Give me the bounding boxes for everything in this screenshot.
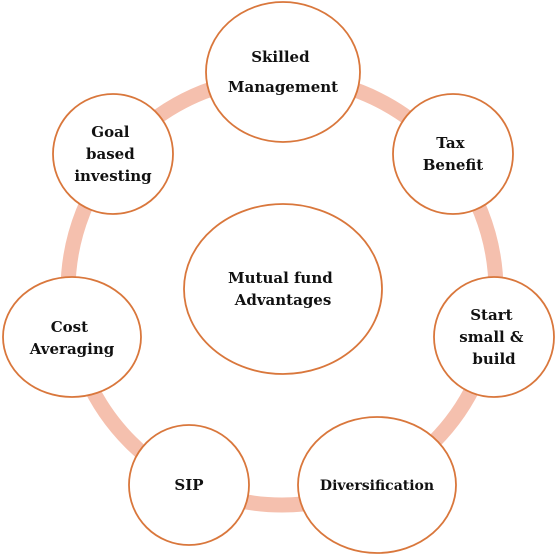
node-tax-benefit-label-line: Tax	[436, 134, 465, 152]
svg-text:Diversification: Diversification	[320, 478, 434, 494]
node-skilled-management-shape	[205, 1, 361, 143]
svg-text:Start small & buil: Start small & build	[459, 306, 528, 368]
node-cost-averaging-label-line: Cost	[51, 318, 88, 336]
node-goal-based-investing: Goal based investing	[52, 93, 174, 215]
svg-text:Mutual fund Advantages: Mutual fund Advantages	[228, 269, 338, 309]
node-goal-based-investing-label-line: investing	[74, 167, 152, 185]
node-start-small-build-label-line: Start	[470, 306, 512, 324]
node-start-small-build-shape	[433, 276, 555, 398]
node-start-small-build-label-line: small &	[459, 328, 524, 346]
node-cost-averaging-label-line: Averaging	[29, 340, 115, 358]
node-cost-averaging: Cost Averaging	[2, 276, 142, 398]
node-start-small-build-label-line: build	[472, 350, 516, 368]
svg-text:Skilled Management: Skilled Management	[228, 48, 338, 96]
svg-text:Tax Benefit: Tax Benefit	[423, 134, 484, 174]
node-diversification-shape	[297, 416, 457, 554]
node-diversification: Diversification	[297, 416, 457, 554]
center-node-label-line: Advantages	[234, 291, 332, 309]
node-sip-label-line: SIP	[174, 476, 203, 494]
node-cost-averaging-shape	[2, 276, 142, 398]
center-node-label-line: Mutual fund	[228, 269, 333, 287]
node-start-small-build: Start small & build	[433, 276, 555, 398]
node-sip-shape	[128, 424, 250, 546]
node-diversification-label-line: Diversification	[320, 478, 434, 494]
node-sip: SIP	[128, 424, 250, 546]
node-goal-based-investing-label-line: based	[86, 145, 135, 163]
center-node: Mutual fund Advantages	[183, 203, 383, 375]
node-skilled-management-label-line: Management	[228, 78, 338, 96]
node-goal-based-investing-label-line: Goal	[91, 123, 130, 141]
node-skilled-management-label-line: Skilled	[251, 48, 310, 66]
svg-text:Cost Averaging: Cost Averaging	[29, 318, 115, 358]
node-goal-based-investing-shape	[52, 93, 174, 215]
svg-text:Goal based investi: Goal based investing	[74, 123, 152, 185]
node-skilled-management: Skilled Management	[205, 1, 361, 143]
node-tax-benefit: Tax Benefit	[392, 93, 514, 215]
svg-text:SIP: SIP	[174, 476, 203, 494]
center-node-shape	[183, 203, 383, 375]
node-tax-benefit-label-line: Benefit	[423, 156, 484, 174]
node-tax-benefit-shape	[392, 93, 514, 215]
